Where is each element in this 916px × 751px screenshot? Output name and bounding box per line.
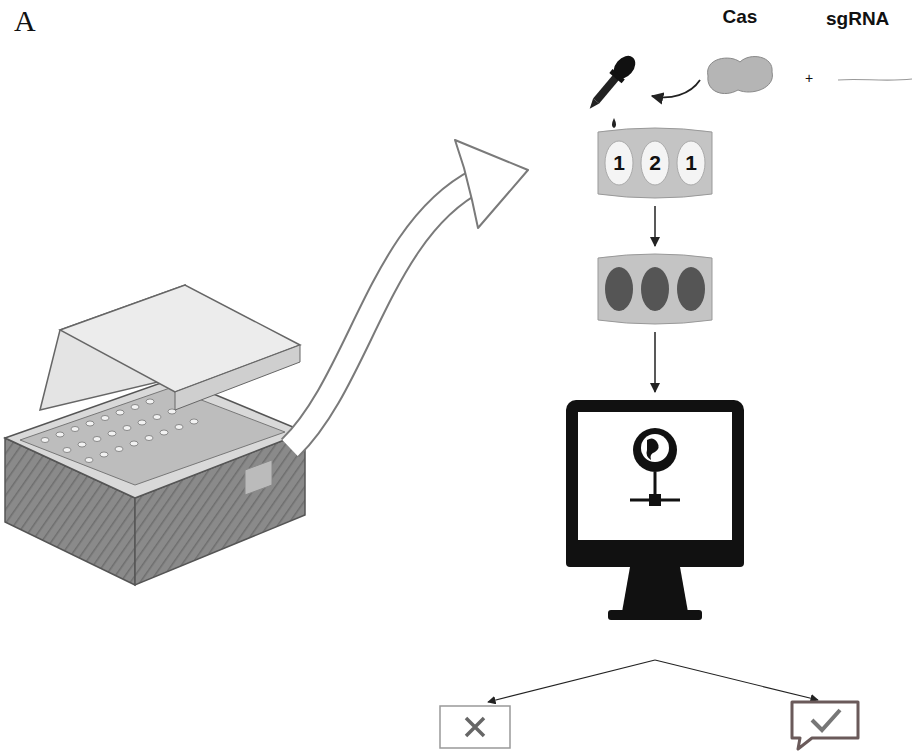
tray-hole	[138, 420, 146, 425]
add-arrow	[652, 80, 700, 97]
tray-hole	[160, 430, 168, 435]
tray-hole	[108, 431, 116, 436]
cas-protein: Cas	[700, 6, 780, 98]
tray-hole	[100, 452, 108, 457]
well-number: 2	[649, 151, 661, 175]
branch-arrow	[488, 660, 655, 702]
well-number: 1	[685, 151, 697, 175]
branch-arrow	[655, 660, 818, 700]
transfer-arrow	[290, 140, 528, 448]
flow-arrow	[654, 206, 656, 246]
kit-box	[5, 285, 305, 585]
tray-hole	[85, 458, 93, 463]
sgrna-strand	[838, 79, 912, 80]
negative-result-icon	[440, 706, 510, 748]
tray-hole	[130, 441, 138, 446]
tray-hole	[146, 399, 154, 404]
panel-letter: A	[14, 4, 36, 38]
flow-arrow	[654, 332, 656, 392]
tray-hole	[41, 438, 49, 443]
drop	[612, 118, 616, 128]
tray-hole	[93, 437, 101, 442]
tray-hole	[190, 419, 198, 424]
sample-well: 2	[640, 140, 670, 186]
tray-hole	[56, 432, 64, 437]
tray-hole	[86, 421, 94, 426]
sample-well: 1	[676, 140, 706, 186]
positive-result-icon	[792, 702, 858, 749]
colored-wells	[605, 267, 705, 311]
tray-hole	[101, 416, 109, 421]
sgrna-label: sgRNA	[826, 8, 889, 30]
plus-sign: +	[805, 70, 813, 86]
tray-hole	[63, 448, 71, 453]
tray-hole	[115, 447, 123, 452]
tray-hole	[71, 427, 79, 432]
computer-monitor	[566, 400, 744, 620]
tray-hole	[123, 426, 131, 431]
tray-hole	[145, 436, 153, 441]
sample-well: 1	[604, 140, 634, 186]
protein-label: Cas	[723, 6, 758, 28]
dropper	[583, 52, 640, 115]
test-strip	[598, 128, 712, 198]
tray-hole	[131, 405, 139, 410]
tray-hole	[116, 410, 124, 415]
tray-hole	[153, 415, 161, 420]
well-number: 1	[613, 151, 625, 175]
developed-strip	[598, 254, 712, 324]
tray-hole	[78, 442, 86, 447]
tray-hole	[175, 425, 183, 430]
